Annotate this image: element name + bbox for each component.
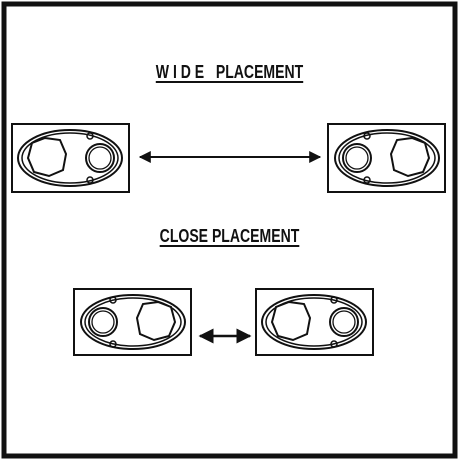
speaker-close-left [73,288,192,356]
woofer-icon [135,300,177,342]
woofer-icon [26,136,68,178]
woofer-icon [389,136,431,178]
close-placement-heading: CLOSE PLACEMENT [159,226,300,246]
tweeter-icon [88,307,118,337]
tweeter-icon [329,307,359,337]
tweeter-icon [342,143,372,173]
wide-placement-heading: W I D E PLACEMENT [155,62,304,82]
speaker-close-right [255,288,374,356]
tweeter-icon [85,143,115,173]
speaker-wide-right [327,123,446,193]
woofer-icon [270,300,312,342]
speaker-wide-left [11,123,130,193]
